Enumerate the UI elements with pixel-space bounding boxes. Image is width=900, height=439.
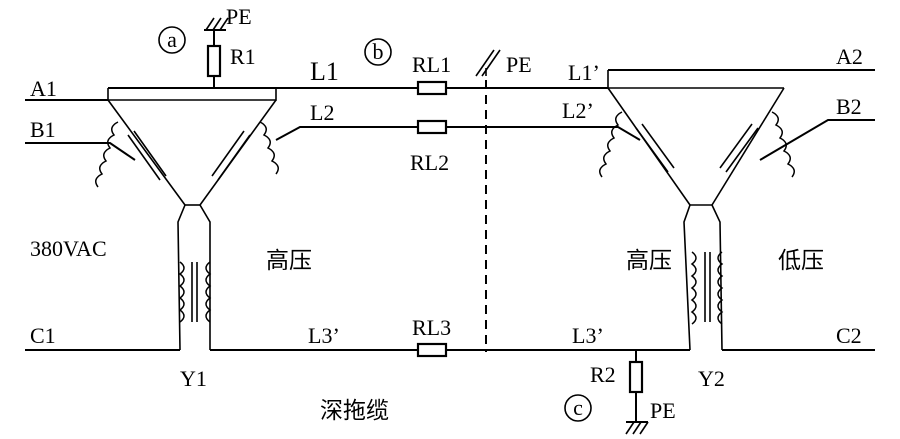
label-voltage: 380VAC [30,236,107,261]
left-primary-left-leg [107,99,186,206]
label-rl2: RL2 [410,150,449,175]
left-y-leg-right [199,204,211,350]
resistor-r1 [206,44,222,78]
label-l3-left: L3’ [308,323,340,348]
wires [25,69,875,351]
label-c1: C1 [30,323,56,348]
right-core-line-b [641,123,675,169]
label-c2: C2 [836,323,862,348]
label-low-voltage-right: 低压 [778,248,824,274]
ground-top-icon [205,17,229,31]
right-core-line-d [719,123,753,169]
ground-mid-icon [475,49,501,77]
left-core-line-c [217,134,251,181]
left-transformer [95,88,279,351]
right-secondary-coil-a [690,251,697,325]
label-r1: R1 [230,44,256,69]
right-core-line-a [635,127,669,173]
labels: A1 B1 C1 A2 B2 C2 L1 L2 L3’ L1’ L2’ L3’ … [30,4,863,424]
label-y1: Y1 [180,366,207,391]
label-pe-bottom: PE [650,398,676,423]
left-core-line-b [133,130,167,177]
label-b2: B2 [836,94,862,119]
label-l1-prime: L1’ [568,60,600,85]
label-high-voltage-right: 高压 [626,248,672,274]
marker-a: a [158,26,186,54]
marker-b-text: b [373,39,384,64]
resistor-r2 [628,360,644,394]
resistors [206,30,644,422]
left-primary-coil-a [95,121,119,188]
right-core-line-c [725,127,759,173]
label-l2: L2 [310,100,334,125]
label-pe-top: PE [226,4,252,29]
label-b1: B1 [30,117,56,142]
label-a1: A1 [30,76,57,101]
left-primary-top-bus [107,88,277,101]
wire-l2-left [275,126,418,141]
left-secondary-coil-b [205,261,212,323]
wire-b1 [25,142,136,161]
label-high-voltage-left: 高压 [266,248,312,274]
right-primary-right-leg [711,87,785,206]
marker-c-text: c [573,395,583,420]
left-primary-coil-b [259,121,279,175]
left-y-leg-left [177,204,186,351]
label-deep-tow-cable: 深拖缆 [320,398,389,424]
wire-l2-right [446,126,641,141]
resistor-rl2 [416,119,448,135]
wire-b2 [759,119,875,161]
resistor-rl3 [416,342,448,358]
marker-a-text: a [167,27,177,52]
label-rl3: RL3 [412,315,451,340]
label-pe-mid: PE [506,52,532,77]
label-rl1: RL1 [412,52,451,77]
right-primary-coil-b [771,111,795,178]
right-transformer [599,70,795,351]
label-l1: L1 [310,57,339,86]
marker-c: c [564,394,592,422]
left-secondary-coil-a [178,261,185,323]
label-r2: R2 [590,362,616,387]
left-core-line-d [211,130,245,177]
label-l2-prime: L2’ [562,98,594,123]
left-core-line-a [127,134,161,181]
right-primary-top-bus [607,70,784,89]
marker-b: b [364,38,392,66]
label-a2: A2 [836,44,863,69]
label-y2: Y2 [698,366,725,391]
right-primary-coil-a [599,111,623,178]
right-y-leg-left [683,204,691,351]
right-y-leg-right [711,204,723,351]
right-secondary-coil-b [717,251,724,325]
resistor-rl1 [416,80,448,96]
ground-bottom-icon [625,421,649,435]
label-l3-prime-right: L3’ [572,323,604,348]
ground-symbols [204,17,649,435]
